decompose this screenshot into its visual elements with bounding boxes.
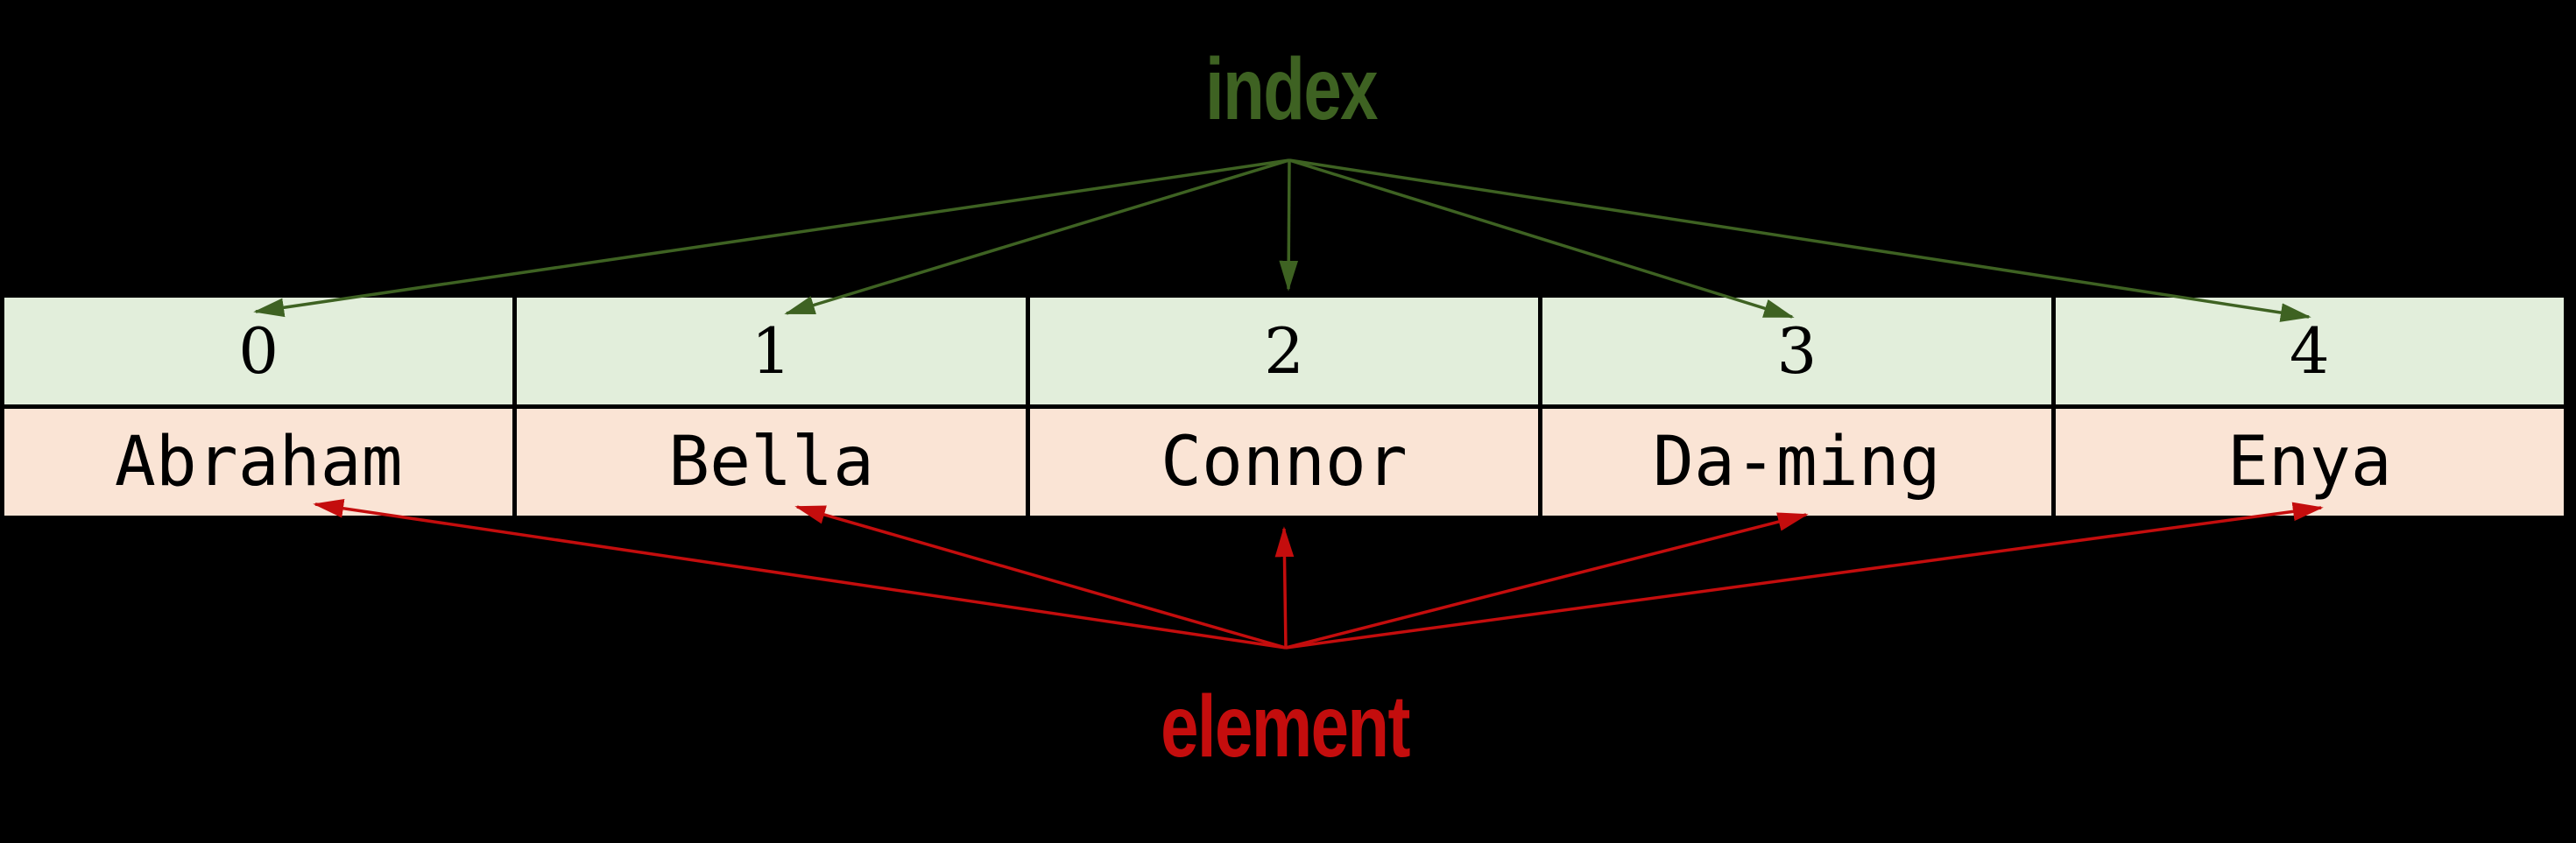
element-arrow-4 <box>1285 502 2324 650</box>
element-arrow-3 <box>1285 512 1809 650</box>
index-row: 0 1 2 3 4 <box>0 293 2569 409</box>
index-cell-4: 4 <box>2050 293 2569 409</box>
element-arrow-2 <box>1274 526 1295 649</box>
index-cell-3: 3 <box>1538 293 2056 409</box>
element-cell-4: Enya <box>2050 404 2569 520</box>
index-label: index <box>1205 40 1378 138</box>
element-cell-0: Abraham <box>0 404 518 520</box>
element-row: Abraham Bella Connor Da-ming Enya <box>0 404 2569 520</box>
index-arrow-1 <box>784 158 1290 315</box>
index-cell-1: 1 <box>512 293 1030 409</box>
element-cell-2: Connor <box>1025 404 1543 520</box>
element-arrow-0 <box>313 498 1287 650</box>
element-cell-1: Bella <box>512 404 1030 520</box>
index-arrow-0 <box>253 158 1290 318</box>
index-arrow-2 <box>1279 159 1299 292</box>
element-cell-3: Da-ming <box>1538 404 2056 520</box>
element-arrow-1 <box>794 505 1287 650</box>
element-label: element <box>1161 678 1410 776</box>
index-cell-2: 2 <box>1025 293 1543 409</box>
array-table: 0 1 2 3 4 Abraham Bella Connor Da-ming E… <box>0 293 2569 520</box>
index-cell-0: 0 <box>0 293 518 409</box>
